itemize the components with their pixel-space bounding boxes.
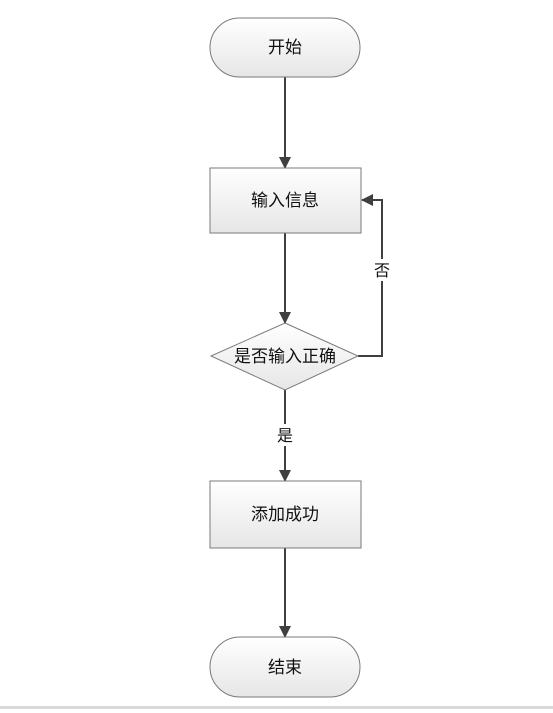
edge-label-yes: 是 xyxy=(277,426,293,445)
end-node: 结束 xyxy=(209,636,361,698)
input-info-node: 输入信息 xyxy=(209,167,362,234)
add-success-label: 添加成功 xyxy=(251,505,319,525)
end-node-label: 结束 xyxy=(268,658,302,678)
check-input-decision: 是否输入正确 xyxy=(209,322,360,391)
edge-label-no: 否 xyxy=(374,261,390,280)
start-node-label: 开始 xyxy=(268,38,302,58)
yes-label-bg xyxy=(275,424,295,446)
check-input-label: 是否输入正确 xyxy=(234,347,336,367)
no-label-bg xyxy=(372,259,392,281)
add-success-node: 添加成功 xyxy=(209,480,362,549)
page-bottom-border xyxy=(0,706,553,709)
input-info-label: 输入信息 xyxy=(251,191,319,211)
start-node: 开始 xyxy=(209,17,361,78)
